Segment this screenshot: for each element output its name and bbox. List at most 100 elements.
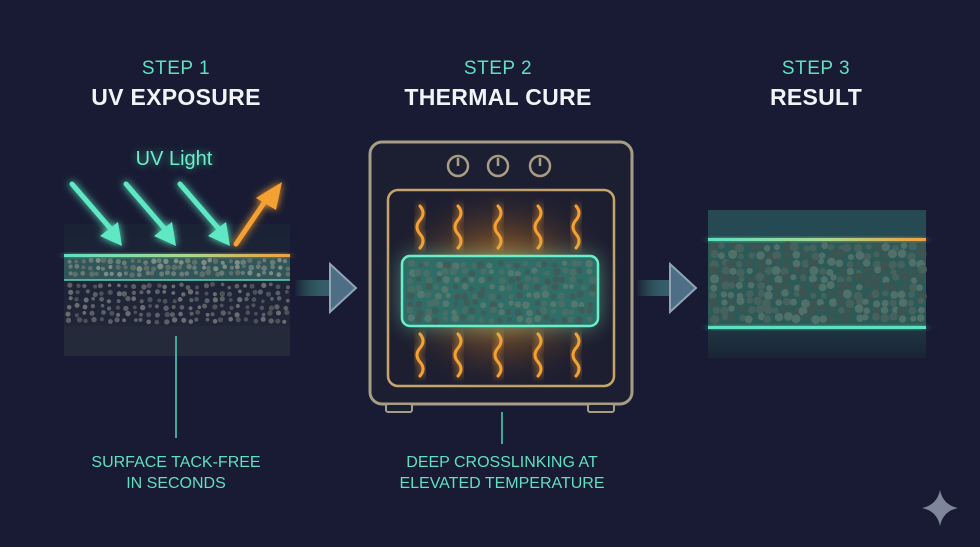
- particle: [262, 258, 267, 263]
- particle: [454, 293, 461, 301]
- particle: [490, 306, 497, 314]
- particle: [744, 315, 753, 324]
- particle: [255, 264, 261, 270]
- particle: [710, 249, 719, 259]
- particle: [151, 258, 157, 264]
- particle: [505, 309, 511, 315]
- particle: [415, 284, 423, 292]
- particle: [589, 284, 597, 292]
- particle: [575, 316, 584, 325]
- particle: [710, 284, 718, 292]
- particle: [99, 317, 104, 322]
- particle: [229, 265, 234, 270]
- heat-wave: [415, 204, 425, 250]
- particle: [589, 291, 596, 298]
- particle: [185, 258, 191, 264]
- right-arrow-icon: [636, 261, 698, 315]
- step1-caption-line1: SURFACE TACK-FREE: [91, 454, 261, 471]
- particle: [719, 273, 729, 283]
- particle: [576, 267, 583, 274]
- particle: [917, 297, 925, 304]
- particle: [229, 305, 234, 311]
- particle: [881, 242, 890, 252]
- particle: [241, 264, 246, 269]
- particle: [818, 304, 827, 313]
- particle: [862, 298, 869, 305]
- particle: [708, 298, 718, 307]
- particle: [94, 271, 99, 276]
- particle: [508, 277, 515, 284]
- particle: [803, 245, 810, 252]
- particle: [449, 267, 458, 276]
- particle: [838, 307, 845, 314]
- particle: [780, 267, 789, 276]
- particle-field-step3: [708, 241, 927, 325]
- particle: [215, 271, 221, 277]
- particle: [468, 307, 476, 315]
- particle: [890, 291, 899, 299]
- particle: [870, 282, 880, 292]
- particle: [217, 317, 224, 323]
- particle: [417, 290, 425, 299]
- particle: [863, 307, 871, 315]
- particle: [908, 306, 917, 315]
- particle: [240, 270, 245, 276]
- particle: [235, 317, 241, 323]
- particle: [793, 267, 800, 275]
- particle: [252, 289, 258, 295]
- particle: [82, 283, 87, 289]
- particle: [254, 311, 258, 316]
- particle: [478, 276, 486, 284]
- heat-wave: [533, 204, 543, 250]
- particle: [801, 259, 810, 268]
- particle: [188, 319, 194, 324]
- particle: [498, 277, 506, 285]
- particle: [830, 274, 837, 281]
- particle: [843, 281, 852, 289]
- particle: [561, 308, 569, 316]
- particle: [172, 299, 177, 304]
- particle: [514, 309, 523, 317]
- particle: [131, 296, 137, 302]
- particle: [277, 258, 282, 263]
- particle: [154, 304, 159, 309]
- heat-wave-icon: [415, 204, 581, 378]
- particle: [843, 243, 852, 252]
- particle: [74, 297, 79, 302]
- particle: [762, 276, 771, 285]
- particle: [195, 309, 201, 315]
- particle: [794, 284, 801, 292]
- particle: [443, 261, 452, 269]
- particle: [125, 310, 131, 317]
- particle: [82, 311, 87, 315]
- particle: [576, 260, 583, 267]
- particle: [188, 306, 193, 311]
- particle: [744, 259, 753, 268]
- particle: [570, 300, 579, 308]
- particle: [728, 274, 738, 284]
- particle: [265, 291, 272, 297]
- particle: [407, 285, 416, 293]
- step2-label: STEP 2: [463, 58, 533, 79]
- particle: [774, 275, 783, 284]
- particle: [433, 283, 439, 290]
- particle: [476, 261, 485, 269]
- particle: [517, 282, 525, 290]
- particle: [514, 301, 522, 308]
- particle: [918, 264, 927, 274]
- step1-label: STEP 1: [141, 58, 211, 79]
- particle: [898, 298, 908, 308]
- particle: [259, 305, 265, 311]
- particle: [774, 292, 783, 301]
- particle: [268, 282, 273, 287]
- particle: [488, 293, 496, 301]
- particle: [515, 275, 521, 282]
- particle: [551, 283, 559, 291]
- particle: [709, 265, 719, 275]
- particle: [432, 298, 440, 306]
- particle: [836, 289, 845, 298]
- particle: [790, 274, 797, 281]
- particle: [462, 306, 469, 314]
- particle: [800, 268, 807, 275]
- particle: [753, 296, 762, 306]
